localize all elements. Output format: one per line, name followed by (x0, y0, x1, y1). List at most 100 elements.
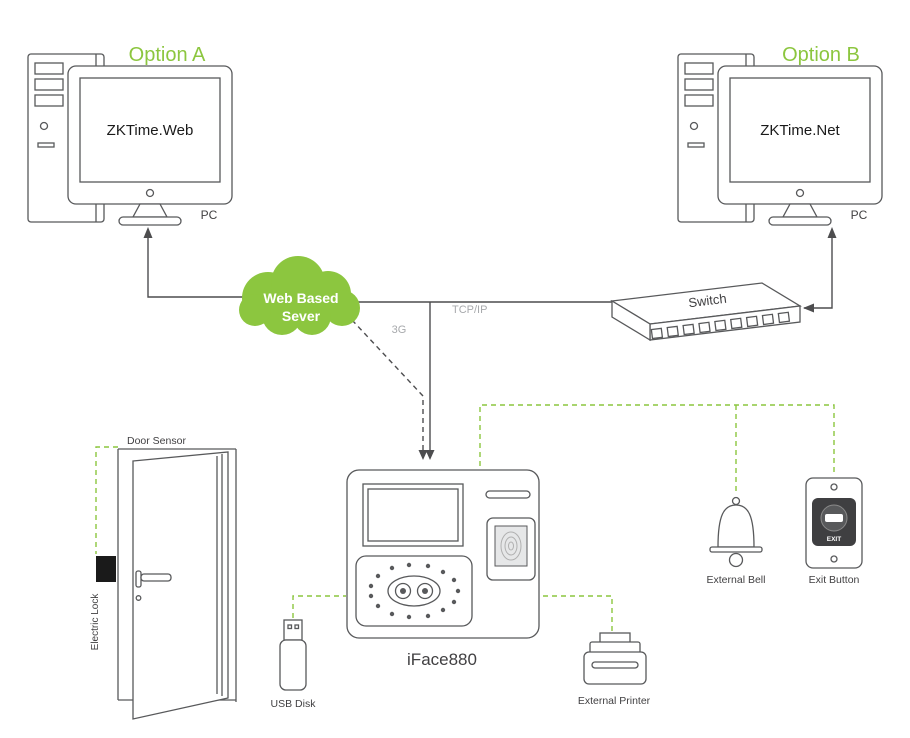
line-switch-to-pc-b (804, 236, 833, 309)
electric-lock-icon (96, 556, 116, 582)
option-b-title: Option B (782, 44, 860, 66)
screw-icon (830, 555, 838, 563)
fingerprint-icon (508, 541, 514, 551)
usb-connector (283, 619, 303, 641)
3g-label: 3G (392, 324, 407, 336)
monitor-b-base (768, 216, 832, 226)
fingerprint-icon (504, 536, 518, 556)
exit-button-device: EXIT Exit Button (805, 477, 863, 586)
exit-plate-text: EXIT (827, 536, 841, 543)
speaker-slot-icon (485, 490, 531, 499)
drive-bay-icon (34, 78, 64, 91)
pc-a-label: PC (201, 208, 218, 222)
line-3g-to-terminal (351, 319, 424, 450)
screw-icon (830, 483, 838, 491)
external-printer-label: External Printer (578, 695, 651, 707)
port-icon (698, 321, 711, 334)
cloud-text-line1: Web Based (263, 290, 338, 306)
monitor-a-text: ZKTime.Web (107, 122, 194, 139)
port-icon (682, 323, 695, 336)
cloud-server: Web Based Sever (239, 256, 360, 335)
switch-label: Switch (687, 291, 727, 311)
bell-lip-icon (709, 546, 763, 553)
usb-disk: USB Disk (271, 619, 317, 710)
cloud-text-line2: Sever (282, 308, 321, 324)
arrow-up-pc-a (143, 227, 153, 238)
fingerprint-icon (500, 531, 522, 561)
led-ring (368, 562, 461, 620)
drive-bay-icon (34, 62, 64, 75)
switch-left-face (611, 299, 651, 342)
line-printer-to-terminal (540, 595, 613, 631)
external-printer: External Printer (578, 632, 651, 707)
drive-bay-icon (34, 94, 64, 107)
keyhole-icon (135, 595, 142, 601)
monitor-a-screen (79, 77, 221, 183)
exit-bar-icon (825, 514, 843, 522)
iface880-terminal: iFace880 (346, 469, 540, 669)
door-assembly: Door Sensor Electric Lock (90, 435, 237, 720)
usb-body (279, 639, 307, 691)
monitor-b-stand (781, 203, 819, 218)
bell-clapper-icon (728, 552, 744, 568)
printer-output-slot (591, 661, 639, 669)
port-icon (729, 317, 743, 330)
door-sensor-label: Door Sensor (127, 435, 186, 447)
line-cloud-to-pc-a (147, 236, 244, 298)
vent-slot-icon (687, 142, 705, 148)
line-doorsensor-to-lock (95, 446, 118, 554)
pc-b-label: PC (851, 208, 868, 222)
external-bell: External Bell (707, 496, 765, 586)
tcpip-label: TCP/IP (452, 304, 487, 316)
monitor-a-base (118, 216, 182, 226)
monitor-a-button-icon (145, 188, 155, 198)
drive-bay-icon (684, 78, 714, 91)
port-icon (650, 327, 664, 340)
arrow-up-pc-b (827, 227, 837, 238)
port-icon (761, 313, 775, 326)
line-usb-to-terminal (292, 595, 346, 618)
network-switch: Switch (610, 282, 802, 342)
wired-connections (143, 227, 837, 460)
drive-bay-icon (684, 94, 714, 107)
fingerprint-window (494, 525, 528, 567)
terminal-screen (362, 483, 464, 547)
camera-lens-dot (422, 588, 428, 594)
switch-ports (650, 311, 791, 340)
vent-slot-icon (37, 142, 55, 148)
power-button-icon (39, 121, 49, 131)
arrow-down-3g (418, 450, 428, 460)
cloud-icon (239, 256, 360, 335)
door-handle-icon (140, 573, 172, 582)
usb-pin-icon (287, 624, 293, 630)
drive-bay-icon (684, 62, 714, 75)
iface880-label: iFace880 (407, 650, 477, 669)
port-icon (666, 325, 680, 338)
port-icon (714, 319, 727, 332)
monitor-b-screen (729, 77, 871, 183)
bell-knob-icon (731, 496, 741, 506)
pc-a: ZKTime.Web PC Option A (27, 44, 233, 226)
monitor-a-stand (131, 203, 169, 218)
monitor-b-button-icon (795, 188, 805, 198)
usb-disk-label: USB Disk (271, 698, 317, 710)
exit-button-label: Exit Button (809, 574, 860, 586)
bell-dome-icon (717, 504, 755, 548)
usb-pin-icon (294, 624, 300, 630)
monitor-b-text: ZKTime.Net (760, 122, 840, 139)
option-a-title: Option A (129, 44, 206, 66)
terminal-screen-inner (367, 488, 459, 542)
power-button-icon (689, 121, 699, 131)
accessory-connections (95, 404, 835, 631)
electric-lock-label: Electric Lock (90, 593, 101, 651)
line-terminal-to-exit (479, 404, 835, 474)
camera-lens-dot (400, 588, 406, 594)
arrow-into-switch (803, 303, 814, 313)
pc-b: ZKTime.Net PC Option B (677, 44, 883, 226)
port-icon (777, 311, 791, 324)
door-handle-rose (135, 570, 142, 588)
door-panel (132, 451, 229, 720)
arrow-down-tcpip (425, 450, 435, 460)
